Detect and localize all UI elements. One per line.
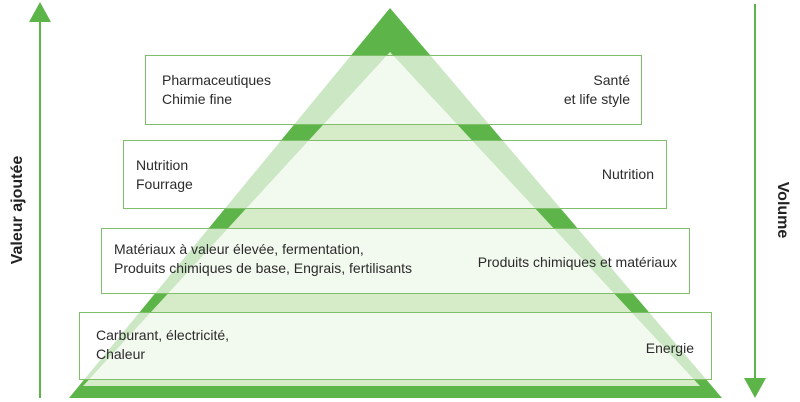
left-axis-label: Valeur ajoutée — [9, 155, 26, 265]
tier-4-right-text: Energie — [646, 339, 694, 358]
tier-1-left-text: Pharmaceutiques Chimie fine — [162, 71, 271, 109]
left-arrow-head — [29, 2, 51, 22]
tier-4-left-line-1: Carburant, électricité, — [96, 327, 230, 343]
tier-1-right-text: Santé et life style — [564, 71, 630, 109]
tier-4-left-text: Carburant, électricité, Chaleur — [96, 326, 229, 364]
tier-band-3 — [101, 228, 690, 294]
tier-band-1 — [145, 55, 642, 125]
tier-3-right-text: Produits chimiques et matériaux — [478, 253, 677, 272]
tier-2-left-text: Nutrition Fourrage — [136, 156, 193, 194]
tier-1-right-line-2: et life style — [563, 91, 630, 107]
tier-4-right-line-1: Energie — [645, 340, 694, 356]
tier-3-left-line-2: Produits chimiques de base, Engrais, fer… — [114, 260, 413, 276]
tier-1-left-line-2: Chimie fine — [162, 91, 233, 107]
tier-2-right-text: Nutrition — [602, 165, 654, 184]
tier-band-4 — [79, 312, 712, 380]
tier-2-left-line-1: Nutrition — [136, 157, 189, 173]
tier-2-right-line-1: Nutrition — [601, 166, 654, 182]
right-axis-label: Volume — [774, 181, 791, 239]
pyramid-inner — [83, 52, 700, 386]
tier-band-2 — [123, 140, 667, 209]
tier-3-right-line-1: Produits chimiques et matériaux — [477, 254, 677, 270]
tier-4-left-line-2: Chaleur — [96, 346, 146, 362]
tier-3-left-text: Matériaux à valeur élevée, fermentation,… — [114, 240, 412, 278]
right-arrow-head — [744, 378, 766, 398]
tier-2-left-line-2: Fourrage — [136, 176, 193, 192]
tier-3-left-line-1: Matériaux à valeur élevée, fermentation, — [114, 241, 364, 257]
tier-1-left-line-1: Pharmaceutiques — [162, 72, 271, 88]
tier-1-right-line-1: Santé — [593, 72, 630, 88]
